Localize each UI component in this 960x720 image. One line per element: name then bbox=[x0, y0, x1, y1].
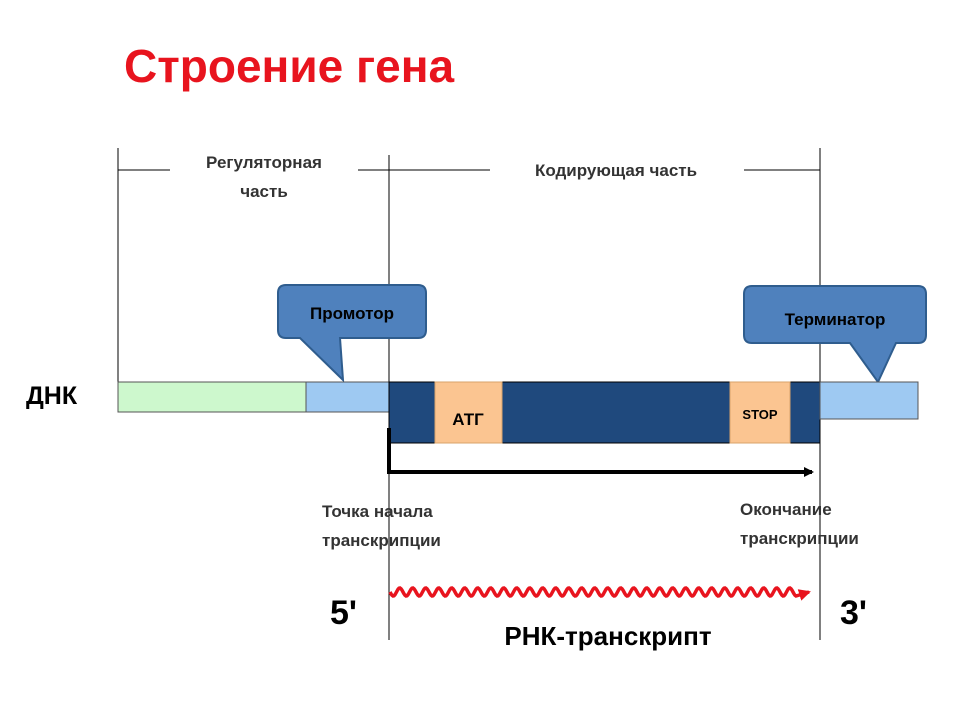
stop-codon-label: STOP bbox=[742, 407, 777, 422]
regulatory-segment bbox=[117, 381, 307, 413]
promoter-callout bbox=[277, 284, 427, 383]
dna-label: ДНК bbox=[26, 382, 78, 410]
terminator-segment bbox=[819, 381, 919, 420]
terminator-callout bbox=[743, 285, 927, 384]
start-codon-box bbox=[434, 381, 503, 444]
transcription-end-label-line2: транскрипции bbox=[740, 529, 859, 548]
five-prime-label: 5' bbox=[330, 594, 357, 632]
regulatory-label-line2: часть bbox=[240, 182, 288, 201]
promoter-label: Промотор bbox=[310, 304, 394, 323]
start-codon-label: АТГ bbox=[452, 410, 484, 429]
rna-transcript-label: РНК-транскрипт bbox=[504, 621, 711, 651]
rna-transcript-wave bbox=[388, 586, 811, 601]
regulatory-label-line1: Регуляторная bbox=[206, 153, 322, 172]
stop-codon-box bbox=[729, 381, 791, 444]
coding-label: Кодирующая часть bbox=[535, 161, 697, 180]
transcription-arrow bbox=[387, 428, 814, 477]
page-title: Строение гена bbox=[124, 40, 454, 92]
transcription-start-label-line1: Точка начала bbox=[322, 502, 433, 521]
transcription-start-label-line2: транскрипции bbox=[322, 531, 441, 550]
terminator-label: Терминатор bbox=[785, 310, 886, 329]
three-prime-label: 3' bbox=[840, 594, 867, 632]
promoter-segment bbox=[305, 381, 390, 413]
transcription-end-label-line1: Окончание bbox=[740, 500, 832, 519]
